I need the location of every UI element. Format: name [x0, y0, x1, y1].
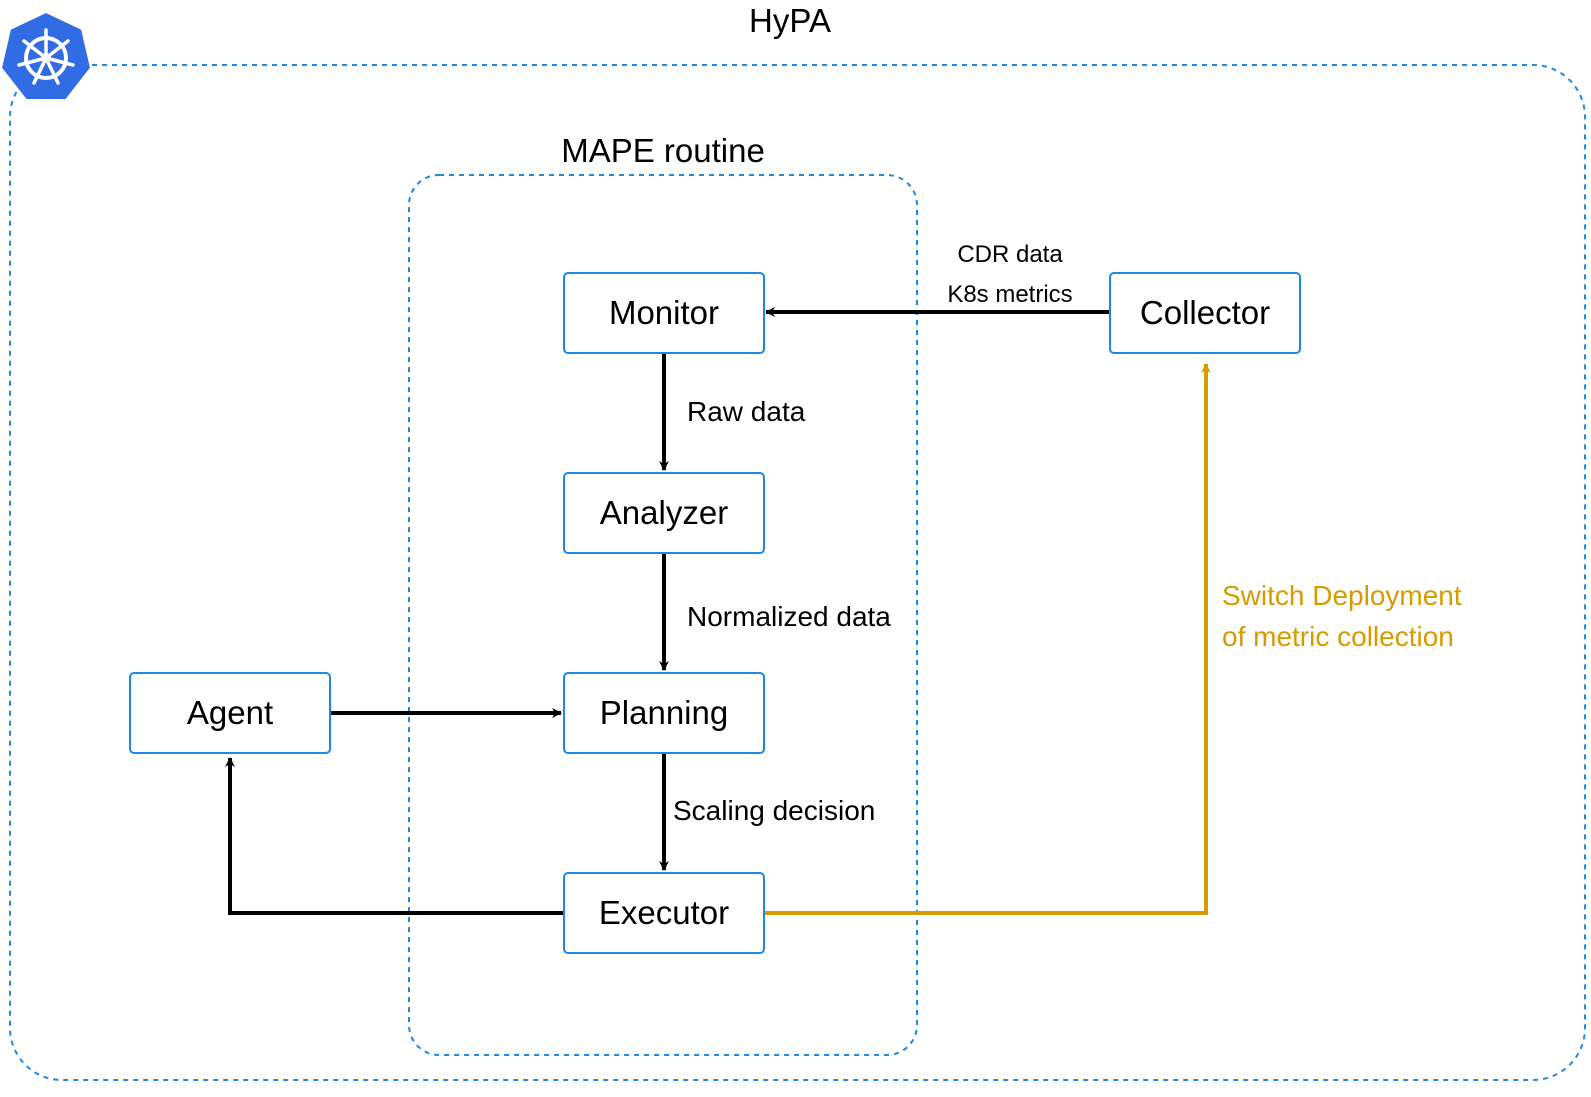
node-executor[interactable]: Executor [563, 872, 765, 954]
node-monitor[interactable]: Monitor [563, 272, 765, 354]
edge-label-cdr-data: CDR data [957, 241, 1063, 268]
mape-group-border [408, 174, 918, 1056]
node-planning-label: Planning [600, 694, 728, 731]
edge-label-switch-deployment: Switch Deployment [1222, 580, 1462, 611]
node-collector-label: Collector [1140, 294, 1270, 331]
node-agent-label: Agent [187, 694, 273, 731]
edge-label-raw-data: Raw data [687, 396, 806, 427]
node-analyzer[interactable]: Analyzer [563, 472, 765, 554]
node-executor-label: Executor [599, 894, 729, 931]
mape-group-title: MAPE routine [561, 132, 765, 169]
edge-label-metric-collection: of metric collection [1222, 621, 1454, 652]
node-collector[interactable]: Collector [1109, 272, 1301, 354]
edge-label-scaling-decision: Scaling decision [673, 795, 875, 826]
edge-label-normalized-data: Normalized data [687, 601, 891, 632]
node-analyzer-label: Analyzer [600, 494, 728, 531]
arrow-executor-to-agent [225, 757, 563, 915]
node-monitor-label: Monitor [609, 294, 719, 331]
hypa-group-title: HyPA [749, 2, 831, 39]
kubernetes-helm-icon [0, 10, 93, 101]
hypa-group-border [9, 64, 1586, 1081]
edge-label-k8s-metrics: K8s metrics [947, 281, 1072, 308]
node-agent[interactable]: Agent [129, 672, 331, 754]
arrow-executor-to-collector [765, 363, 1211, 915]
node-planning[interactable]: Planning [563, 672, 765, 754]
